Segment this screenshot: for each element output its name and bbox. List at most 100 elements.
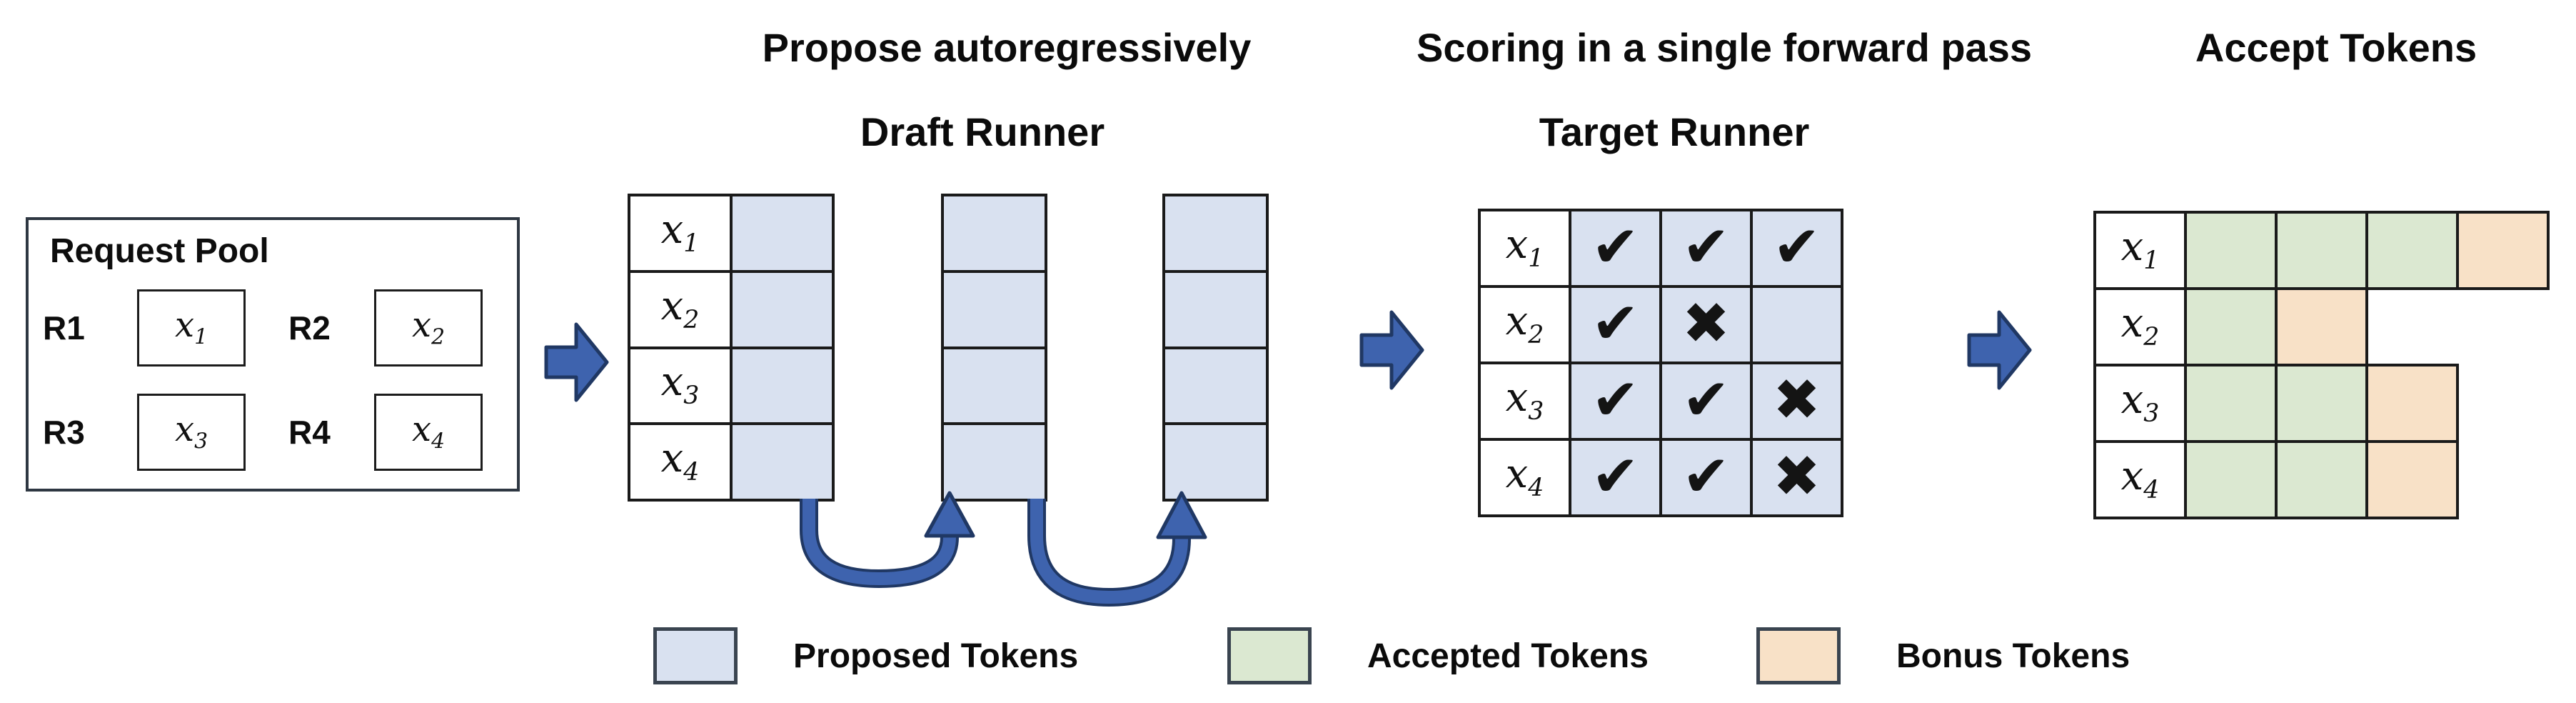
draft-runner-table: x1 x2 x3 x4: [628, 194, 835, 502]
token-label: x1: [660, 206, 700, 259]
cross-mark-icon: ✖: [1681, 289, 1731, 357]
target-score-cell: ✔: [1570, 439, 1661, 516]
accept-row-label: x3: [2095, 365, 2185, 442]
accept-token-row: x1: [2093, 211, 2550, 290]
request-id-label: R2: [288, 309, 331, 346]
check-mark-icon: ✔: [1681, 366, 1731, 433]
target-row-label: x3: [1479, 363, 1570, 439]
request-token-box: x2: [374, 289, 483, 367]
cross-mark-icon: ✖: [1772, 366, 1821, 433]
target-score-cell: [1751, 286, 1842, 363]
request-id-label: R4: [288, 414, 331, 451]
token-label: x4: [660, 435, 700, 487]
u-turn-arrow-icon: [1027, 499, 1191, 607]
token-label: x4: [1505, 451, 1544, 503]
title-accept-tokens: Accept Tokens: [2195, 25, 2477, 70]
u-turn-arrow-icon: [800, 499, 959, 589]
token-label: x3: [660, 359, 700, 411]
check-mark-icon: ✔: [1681, 213, 1731, 280]
bonus-token-cell: [2367, 365, 2457, 442]
proposed-token-cell: [1164, 195, 1267, 271]
request-pool-title: Request Pool: [50, 232, 269, 270]
proposed-token-cell: [731, 195, 833, 271]
draft-row-label: x1: [629, 195, 731, 271]
target-score-cell: ✔: [1570, 363, 1661, 439]
target-score-cell: ✖: [1661, 286, 1751, 363]
accept-row-label: x2: [2095, 289, 2185, 365]
bonus-token-cell: [2457, 212, 2548, 289]
proposed-token-cell: [731, 424, 833, 500]
accept-token-row: x4: [2093, 440, 2459, 519]
token-label: x1: [174, 304, 208, 350]
u-turn-arrow-icon: [803, 499, 956, 586]
accept-row-label: x1: [2095, 212, 2185, 289]
cross-mark-icon: ✖: [1772, 442, 1821, 509]
accept-row-label: x4: [2095, 442, 2185, 518]
target-row-label: x2: [1479, 286, 1570, 363]
right-arrow-icon: [544, 322, 609, 402]
target-score-cell: ✔: [1661, 439, 1751, 516]
accept-token-row: x3: [2093, 364, 2459, 443]
draft-proposal-column-3: [1162, 194, 1269, 502]
request-token-box: x4: [374, 394, 483, 471]
accepted-token-cell: [2276, 365, 2367, 442]
token-label: x4: [2120, 453, 2160, 505]
request-id-label: R1: [43, 309, 85, 346]
proposed-token-cell: [731, 271, 833, 348]
legend-item-proposed: Proposed Tokens: [653, 626, 1078, 686]
check-mark-icon: ✔: [1681, 442, 1731, 509]
title-draft-runner: Draft Runner: [860, 109, 1105, 154]
draft-row-label: x3: [629, 347, 731, 424]
proposed-token-cell: [1164, 271, 1267, 348]
title-target-runner: Target Runner: [1539, 109, 1810, 154]
target-score-cell: ✔: [1751, 210, 1842, 286]
token-label: x3: [2120, 377, 2160, 429]
draft-row-label: x4: [629, 424, 731, 500]
right-arrow-icon: [1359, 310, 1424, 390]
bonus-token-cell: [2276, 289, 2367, 365]
check-mark-icon: ✔: [1772, 213, 1821, 280]
accepted-token-cell: [2276, 442, 2367, 518]
target-runner-table: x1✔✔✔x2✔✖x3✔✔✖x4✔✔✖: [1478, 209, 1843, 517]
target-score-cell: ✖: [1751, 363, 1842, 439]
token-label: x1: [1505, 221, 1544, 274]
target-score-cell: ✔: [1661, 363, 1751, 439]
legend-item-bonus: Bonus Tokens: [1756, 626, 2130, 686]
token-label: x3: [174, 409, 208, 454]
accepted-tokens-label: Accepted Tokens: [1367, 637, 1649, 675]
target-score-cell: ✔: [1661, 210, 1751, 286]
check-mark-icon: ✔: [1591, 289, 1640, 357]
target-score-cell: ✔: [1570, 210, 1661, 286]
request-token-box: x1: [137, 289, 246, 367]
check-mark-icon: ✔: [1591, 213, 1640, 280]
accepted-token-cell: [2185, 365, 2276, 442]
draft-proposal-column-2: [941, 194, 1047, 502]
token-label: x2: [1505, 298, 1544, 350]
target-row-label: x4: [1479, 439, 1570, 516]
target-row-label: x1: [1479, 210, 1570, 286]
token-label: x2: [660, 282, 700, 334]
accepted-token-cell: [2185, 442, 2276, 518]
draft-row-label: x2: [629, 271, 731, 348]
token-label: x3: [1505, 374, 1544, 427]
proposed-tokens-label: Proposed Tokens: [793, 637, 1079, 675]
token-label: x2: [411, 304, 445, 350]
accepted-token-cell: [2367, 212, 2457, 289]
accepted-token-cell: [2185, 212, 2276, 289]
right-arrow-icon: [1967, 310, 2032, 390]
proposed-token-cell: [731, 347, 833, 424]
proposed-token-cell: [1164, 424, 1267, 500]
proposed-token-cell: [942, 271, 1046, 348]
bonus-token-cell: [2367, 442, 2457, 518]
accepted-token-cell: [2276, 212, 2367, 289]
legend-item-accepted: Accepted Tokens: [1227, 626, 1649, 686]
proposed-token-cell: [942, 424, 1046, 500]
title-propose-autoregressively: Propose autoregressively: [762, 25, 1252, 70]
target-score-cell: ✖: [1751, 439, 1842, 516]
u-turn-arrow-icon: [1030, 499, 1188, 604]
accepted-tokens-swatch: [1227, 627, 1312, 684]
bonus-tokens-label: Bonus Tokens: [1896, 637, 2130, 675]
check-mark-icon: ✔: [1591, 366, 1640, 433]
